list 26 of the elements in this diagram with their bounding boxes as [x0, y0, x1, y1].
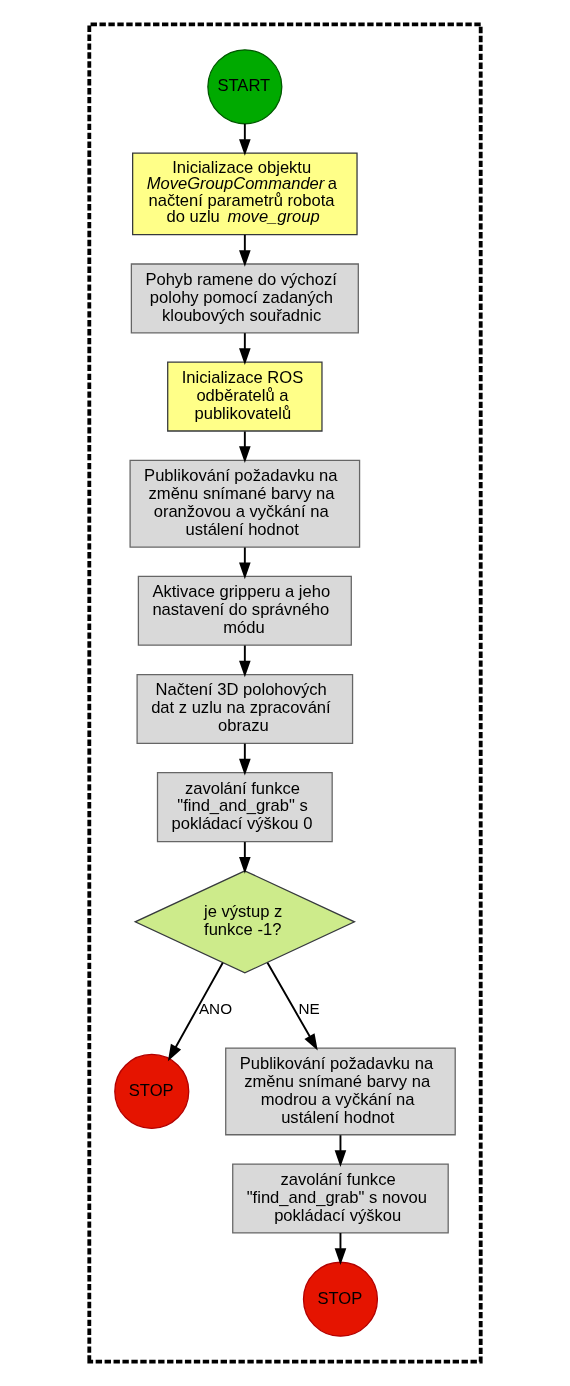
arrow	[239, 742, 251, 776]
arrow	[239, 546, 251, 580]
node-box: Aktivace gripperu a jeho nastavení do správného módu	[137, 575, 352, 646]
node-box: Inicializace objektu MoveGroupCommander a načtení parametrů robota do uzlu move_group	[132, 152, 358, 236]
node-box: Publikování požadavku na změnu snímané barvy na modrou a vyčkání na ustálení hodnot	[225, 1047, 456, 1136]
node-circle: START	[207, 49, 283, 125]
node-diamond: je výstup z funkce -1?	[133, 870, 356, 974]
arrow	[239, 233, 251, 267]
node-box: Pohyb ramene do výchozí polohy pomocí zadaných kloubových souřadnic	[130, 263, 359, 334]
edge-label: NE	[298, 1000, 320, 1018]
cluster	[87, 22, 483, 1364]
arrow	[167, 961, 224, 1062]
arrow	[239, 644, 251, 678]
arrow	[239, 841, 251, 874]
node-box: Publikování požadavku na změnu snímané barvy na oranžovou a vyčkání na ustálení hodnot	[129, 459, 361, 548]
node-circle: STOP	[114, 1053, 190, 1130]
arrow	[266, 961, 318, 1051]
node-circle: STOP	[302, 1261, 379, 1337]
arrow	[239, 332, 251, 365]
arrow	[239, 430, 251, 463]
node-box: zavolání funkce "find_and_grab" s pokládací výškou 0	[156, 772, 333, 843]
node-box: Inicializace ROS odběratelů a publikovatelů	[167, 361, 323, 432]
node-box: zavolání funkce "find_and_grab" s novou pokládací výškou	[232, 1163, 449, 1234]
edge-label: ANO	[198, 1000, 233, 1018]
node-box: Načtení 3D polohových dat z uzlu na zpracování obrazu	[136, 673, 354, 744]
arrow	[239, 123, 251, 156]
